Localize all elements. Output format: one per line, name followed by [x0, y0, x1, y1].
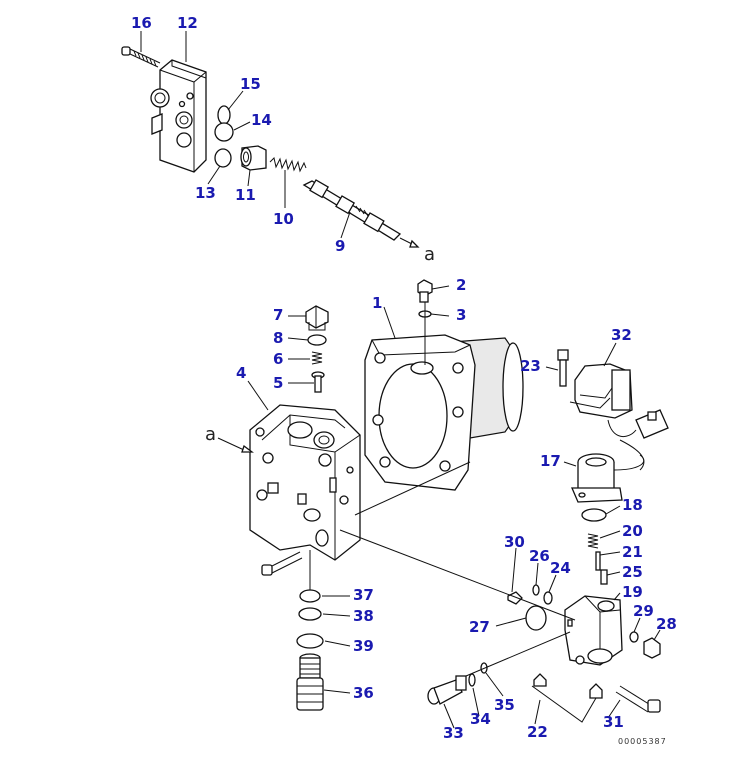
view-a-top: a	[424, 244, 435, 265]
part-15-o-ring	[217, 105, 231, 125]
part-33-plug	[427, 675, 467, 705]
callout-37: 37	[353, 586, 374, 604]
part-39-ring	[296, 633, 324, 649]
callout-13: 13	[195, 184, 216, 202]
part-30-fitting	[507, 591, 523, 605]
callout-6: 6	[273, 350, 283, 368]
drawing-code: 00005387	[618, 737, 667, 746]
callout-9: 9	[335, 237, 345, 255]
callout-3: 3	[456, 306, 466, 324]
callout-33: 33	[443, 724, 464, 742]
part-28-plug	[643, 637, 661, 659]
part-8-o-ring	[307, 334, 327, 346]
callout-5: 5	[273, 374, 283, 392]
leader-lines	[140, 31, 661, 729]
callout-16: 16	[131, 14, 152, 32]
callout-14: 14	[251, 111, 272, 129]
part-21-pin	[595, 551, 601, 571]
leader-to-a-top	[399, 237, 413, 245]
part-12-valve-block	[150, 59, 207, 173]
callout-36: 36	[353, 684, 374, 702]
part-29-ring	[629, 631, 639, 643]
callout-4: 4	[236, 364, 246, 382]
callout-28: 28	[656, 615, 677, 633]
callout-15: 15	[240, 75, 261, 93]
part-24-ring	[543, 591, 553, 605]
callout-30: 30	[504, 533, 525, 551]
callout-1: 1	[372, 294, 382, 312]
part-13-o-ring	[214, 148, 232, 168]
part-31-bolt	[615, 685, 661, 713]
leader-to-a-side	[217, 437, 245, 451]
part-20-spring	[587, 533, 599, 549]
callout-8: 8	[273, 329, 283, 347]
callout-27: 27	[469, 618, 490, 636]
part-4-valve-body	[249, 404, 361, 561]
part-34-ring	[468, 673, 476, 687]
callout-17: 17	[540, 452, 561, 470]
part-37-ring	[299, 589, 321, 603]
part-2-plug	[417, 279, 433, 303]
callout-10: 10	[273, 210, 294, 228]
part-9-spool	[302, 179, 402, 241]
part-38-ring	[298, 607, 322, 621]
callout-21: 21	[622, 543, 643, 561]
callout-23: 23	[520, 357, 541, 375]
part-7-plug	[305, 305, 329, 331]
callout-25: 25	[622, 563, 643, 581]
callout-12: 12	[177, 14, 198, 32]
callout-29: 29	[633, 602, 654, 620]
callout-24: 24	[550, 559, 571, 577]
callout-20: 20	[622, 522, 643, 540]
part-18-o-ring	[581, 508, 607, 522]
callout-31: 31	[603, 713, 624, 731]
callout-18: 18	[622, 496, 643, 514]
part-16-bolt	[121, 46, 161, 68]
callout-2: 2	[456, 276, 466, 294]
part-22-fittings	[533, 673, 603, 699]
part-23-bolt	[557, 349, 569, 387]
callout-34: 34	[470, 710, 491, 728]
part-5-pin	[311, 371, 325, 393]
callout-26: 26	[529, 547, 550, 565]
assembly-lines	[339, 461, 597, 723]
callout-19: 19	[622, 583, 643, 601]
part-27-o-ring	[525, 605, 547, 631]
part-14-o-ring	[214, 122, 234, 142]
part-11-sleeve	[240, 145, 267, 171]
part-1-housing	[364, 334, 524, 491]
connector-plug	[607, 409, 669, 471]
mounting-bolt	[261, 551, 303, 576]
part-32-solenoid	[569, 363, 633, 419]
part-17-solenoid-valve	[571, 453, 645, 503]
part-6-spring	[311, 351, 323, 365]
arrow-a-side	[241, 444, 254, 453]
part-10-spring	[269, 157, 307, 173]
callout-39: 39	[353, 637, 374, 655]
callout-7: 7	[273, 306, 283, 324]
callout-32: 32	[611, 326, 632, 344]
part-36-cartridge	[296, 653, 324, 711]
part-25-screw	[600, 569, 608, 585]
callout-35: 35	[494, 696, 515, 714]
part-19-valve-body	[564, 595, 623, 666]
callout-numbers: 16 12 15 14 13 11 10 9 2 3 1 7 8 6 5 4 3…	[131, 14, 677, 742]
callout-22: 22	[527, 723, 548, 741]
arrow-a-top	[409, 239, 420, 248]
callout-11: 11	[235, 186, 256, 204]
callout-38: 38	[353, 607, 374, 625]
view-a-side: a	[205, 424, 216, 445]
part-26-ring	[532, 584, 540, 596]
